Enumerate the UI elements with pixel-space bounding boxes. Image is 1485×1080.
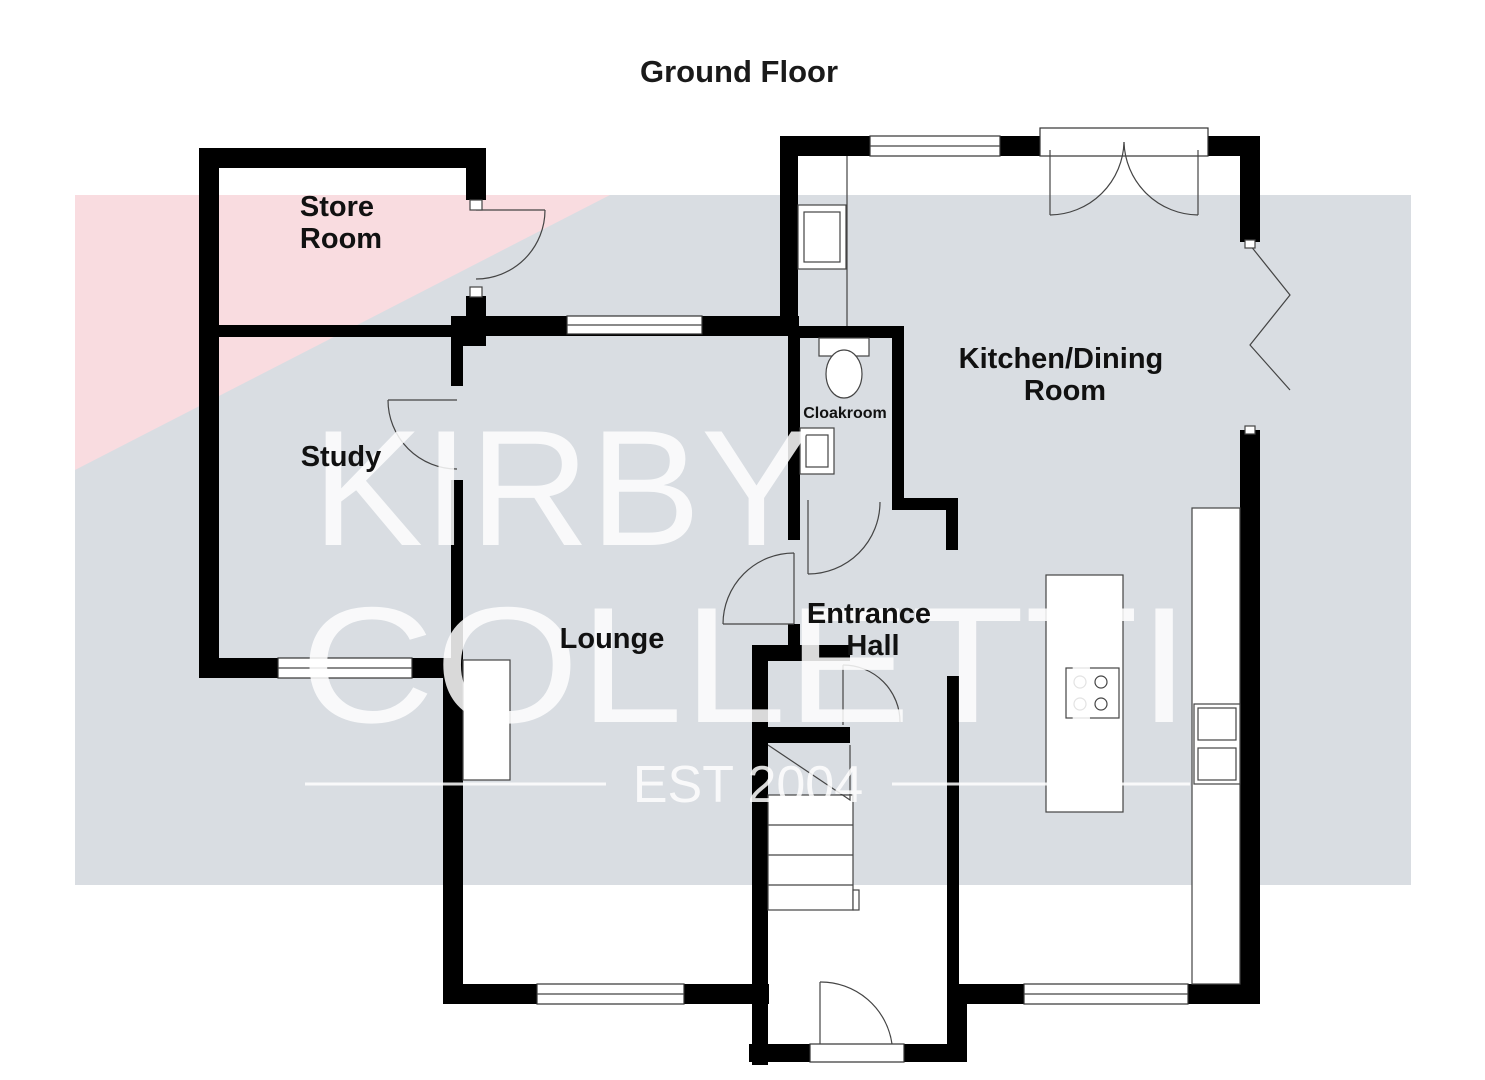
doors [387, 141, 1291, 1045]
watermark: KIRBY COLLETTI EST 2004 [300, 396, 1190, 814]
staircase-icon [767, 744, 860, 911]
windows [277, 127, 1209, 1063]
label-kitchen-dining: Kitchen/Dining Room [959, 343, 1172, 407]
watermark-line-2: COLLETTI [300, 573, 1190, 757]
label-store-room: Store Room [300, 191, 382, 255]
floor-title: Ground Floor [640, 54, 838, 89]
label-study: Study [301, 441, 382, 473]
kitchen-sink-icon [1193, 703, 1241, 785]
fixtures [462, 156, 1241, 985]
label-lounge: Lounge [560, 623, 665, 655]
label-entrance-hall: Entrance Hall [807, 598, 939, 662]
room-labels: Store Room Study Lounge Cloakroom Entran… [300, 191, 1172, 662]
watermark-line-1: KIRBY [312, 396, 812, 580]
label-cloakroom: Cloakroom [803, 405, 887, 422]
fireplace-icon [462, 659, 511, 781]
watermark-line-3: EST 2004 [633, 756, 863, 814]
hob-icon [1065, 667, 1120, 719]
